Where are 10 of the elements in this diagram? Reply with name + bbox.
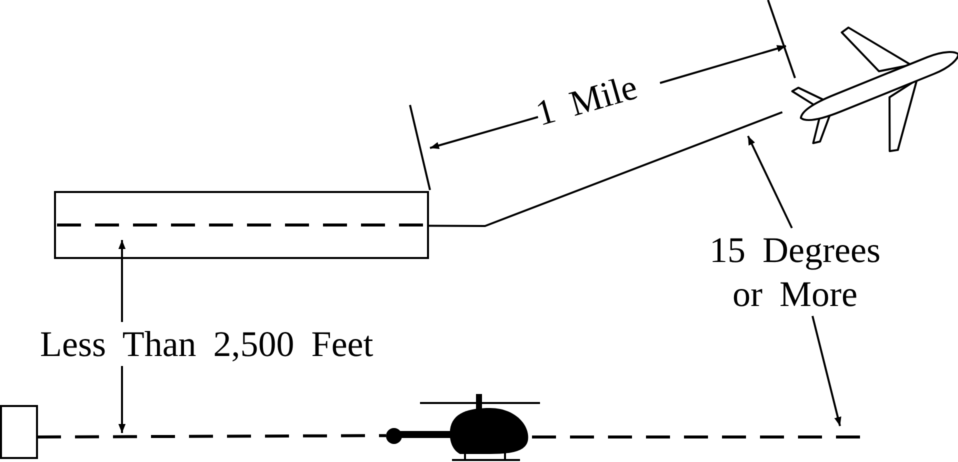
flight-path-line xyxy=(532,436,860,438)
landing-pad-box xyxy=(0,405,38,459)
leader-line xyxy=(812,316,842,426)
runway-drawing xyxy=(54,191,429,259)
leader-line xyxy=(747,136,793,228)
callout-text: 15 Degrees or More xyxy=(690,228,900,316)
airplane-icon xyxy=(791,26,958,152)
flight-path-line xyxy=(37,434,386,438)
helicopter-icon xyxy=(386,394,540,461)
dimension-label: 1 Mile xyxy=(530,66,642,136)
